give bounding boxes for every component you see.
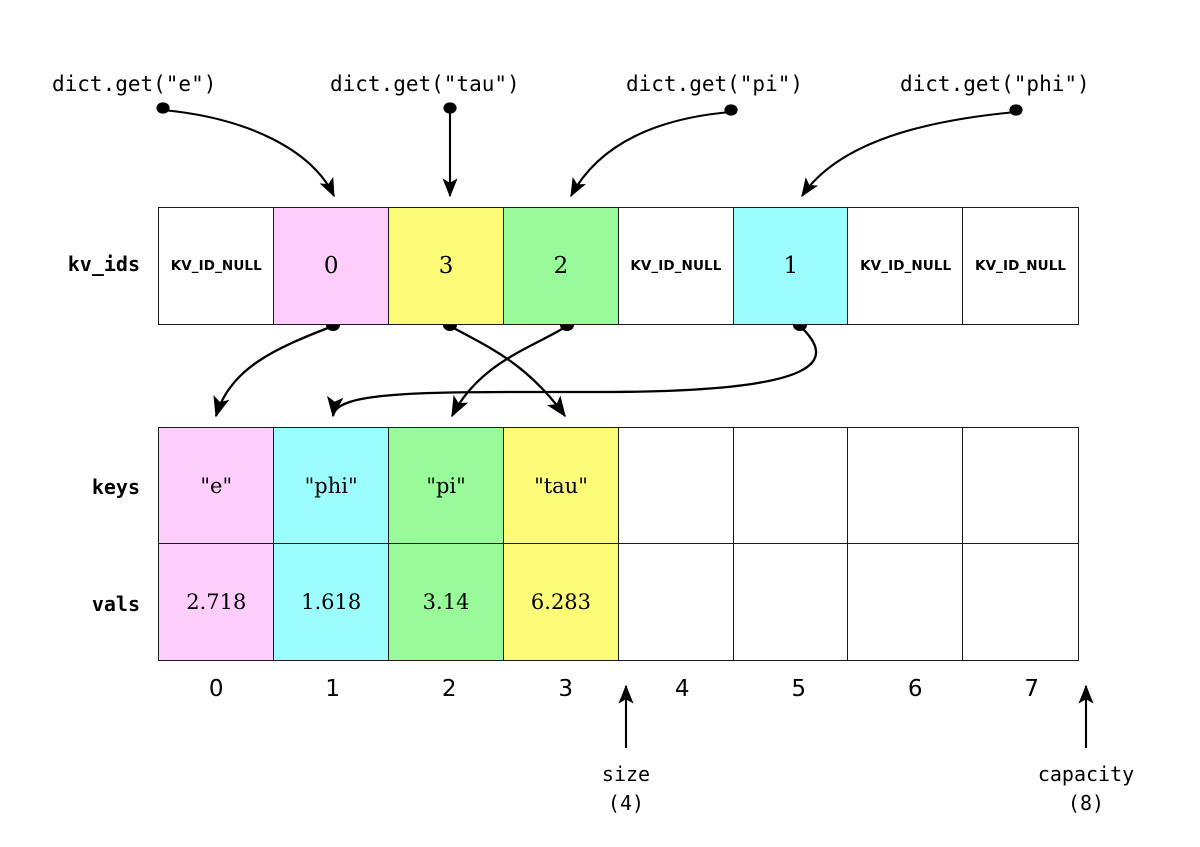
kv-ids-cell-2: 3 [387,207,505,325]
arrow-get-pi-to-slot3 [570,110,732,198]
call-label-get-e: dict.get("e") [52,72,217,96]
arrow-slot5-to-key1 [327,325,818,418]
row-label-kv-ids: kv_ids [67,252,140,276]
vals-cell-1: 1.618 [272,543,390,662]
keys-cell-value: "pi" [426,474,466,498]
kv-ids-cell-3: 2 [502,207,620,325]
row-label-vals: vals [91,592,140,616]
keys-cell-1: "phi" [272,427,390,545]
index-label-4: 4 [674,676,690,702]
call-origin-dots [156,102,1023,116]
keys-cell-2: "pi" [387,427,505,545]
keys-vals-table: "e" "phi" "pi" "tau" 2.718 1.618 3.14 6.283 [158,427,1090,662]
call-label-get-pi: dict.get("pi") [626,72,804,96]
kv-ids-cell-5: 1 [732,207,850,325]
kv-id-null-text: KV_ID_NULL [860,258,952,274]
keys-cell-5 [732,427,850,545]
arrow-slot1-to-key0 [213,324,334,418]
kv-id-value: 2 [553,253,569,279]
arrow-get-e-to-slot1 [162,108,335,198]
kv-id-value: 1 [783,253,799,279]
vals-cell-6 [847,543,964,662]
dot-get-tau [443,102,457,114]
vals-cell-3: 6.283 [502,543,620,662]
keys-cell-6 [847,427,964,545]
vals-row: 2.718 1.618 3.14 6.283 [158,543,1090,662]
index-label-3: 3 [558,676,574,702]
kv-ids-cell-1: 0 [272,207,390,325]
boundary-tick-arrows [618,684,1094,748]
kv-id-value: 3 [438,253,454,279]
size-annotation: size (4) [602,760,650,818]
kvid-link-arrows [213,324,818,418]
arrow-slot2-to-key3 [449,324,566,418]
keys-cell-value: "tau" [534,474,588,498]
vals-cell-value: 2.718 [186,590,247,615]
call-label-get-phi: dict.get("phi") [900,72,1090,96]
keys-cell-3: "tau" [502,427,620,545]
capacity-annotation: capacity (8) [1038,760,1134,818]
kv-id-null-text: KV_ID_NULL [630,258,722,274]
index-label-0: 0 [208,676,224,702]
size-annotation-label: size [601,762,651,786]
call-label-get-tau: dict.get("tau") [330,72,520,96]
keys-cell-7 [962,427,1079,545]
kv-id-null-text: KV_ID_NULL [170,258,262,274]
dot-get-pi [724,104,738,116]
vals-cell-value: 1.618 [301,590,362,615]
kv-ids-cell-4: KV_ID_NULL [617,207,735,325]
keys-row: "e" "phi" "pi" "tau" [158,427,1090,545]
kv-ids-cell-7: KV_ID_NULL [962,207,1079,325]
vals-cell-0: 2.718 [158,543,275,662]
keys-cell-4 [617,427,735,545]
keys-cell-value: "e" [200,474,233,498]
kv-ids-cell-6: KV_ID_NULL [847,207,964,325]
kv-ids-array: KV_ID_NULL 0 3 2 KV_ID_NULL 1 KV_ID_NULL KV_ID_… [158,207,1090,325]
row-label-keys: keys [91,475,140,499]
kv-id-null-text: KV_ID_NULL [975,258,1067,274]
vals-cell-value: 3.14 [422,590,470,615]
capacity-annotation-label: capacity [1037,762,1135,786]
dot-get-e [156,102,170,114]
kv-ids-cell-0: KV_ID_NULL [158,207,275,325]
call-arrows [162,108,1017,198]
keys-cell-value: "phi" [304,474,358,498]
dot-get-phi [1009,104,1023,116]
vals-cell-4 [617,543,735,662]
keys-cell-0: "e" [158,427,275,545]
index-label-6: 6 [907,676,923,702]
index-label-7: 7 [1024,676,1040,702]
size-annotation-value: (4) [607,791,645,815]
index-label-5: 5 [791,676,807,702]
arrow-get-phi-to-slot5 [801,110,1017,198]
vals-cell-value: 6.283 [530,590,592,615]
index-label-2: 2 [441,676,457,702]
vals-cell-2: 3.14 [387,543,505,662]
index-label-1: 1 [325,676,341,702]
vals-cell-7 [962,543,1079,662]
kv-id-value: 0 [323,253,339,279]
vals-cell-5 [732,543,850,662]
arrow-slot3-to-key2 [450,325,568,418]
capacity-annotation-value: (8) [1067,791,1105,815]
